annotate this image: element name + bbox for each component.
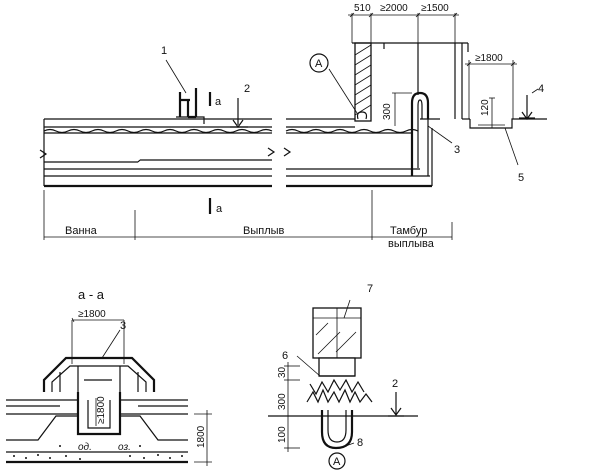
callout-5: 5: [518, 172, 524, 184]
zone-ruler: [43, 190, 453, 240]
dim-1800-section: ≥1800: [78, 309, 106, 320]
top-dimensions: [348, 12, 517, 128]
dim-120: 120: [480, 99, 491, 116]
zone-bath: Ванна: [65, 225, 98, 237]
section-mark-bottom: a: [216, 203, 223, 215]
node-A-label: A: [315, 58, 323, 70]
callout-2-detail: 2: [392, 378, 398, 390]
dim-300-top: 300: [382, 103, 393, 120]
callout-7: 7: [367, 283, 373, 295]
dim-1800-right: 1800: [196, 425, 207, 448]
sand-text-1: од.: [78, 442, 92, 453]
vestibule-section-right: [283, 42, 547, 188]
callout-6: 6: [282, 350, 288, 362]
pool-bath-section-left: [39, 59, 276, 188]
sand-text-2: оз.: [118, 442, 131, 453]
section-title: а - а: [78, 287, 105, 302]
dim-100: 100: [277, 426, 288, 443]
dim-2000: ≥2000: [380, 3, 408, 14]
gravel-fill: [13, 445, 183, 460]
dim-1500: ≥1500: [421, 3, 449, 14]
dim-510: 510: [354, 3, 371, 14]
callout-1: 1: [161, 45, 167, 57]
detail-A: [268, 299, 418, 470]
section-mark-top: a: [215, 96, 222, 108]
zone-vestibule-1: Тамбур: [390, 225, 427, 237]
callout-4: 4: [538, 83, 544, 95]
callout-2: 2: [244, 83, 250, 95]
callout-3: 3: [454, 144, 460, 156]
dim-30: 30: [277, 366, 288, 378]
zone-vestibule-2: выплыва: [388, 238, 435, 250]
dim-1800-top: ≥1800: [475, 53, 503, 64]
node-A-marker: [309, 53, 329, 73]
dim-1800-section-v: ≥1800: [96, 396, 107, 424]
callout-8: 8: [357, 437, 363, 449]
section-a-a: [6, 317, 212, 466]
dim-300-detail: 300: [277, 393, 288, 410]
node-A-detail-label: A: [333, 456, 341, 468]
callout-3-section: 3: [120, 320, 126, 332]
zone-outflow: Выплыв: [243, 225, 285, 237]
